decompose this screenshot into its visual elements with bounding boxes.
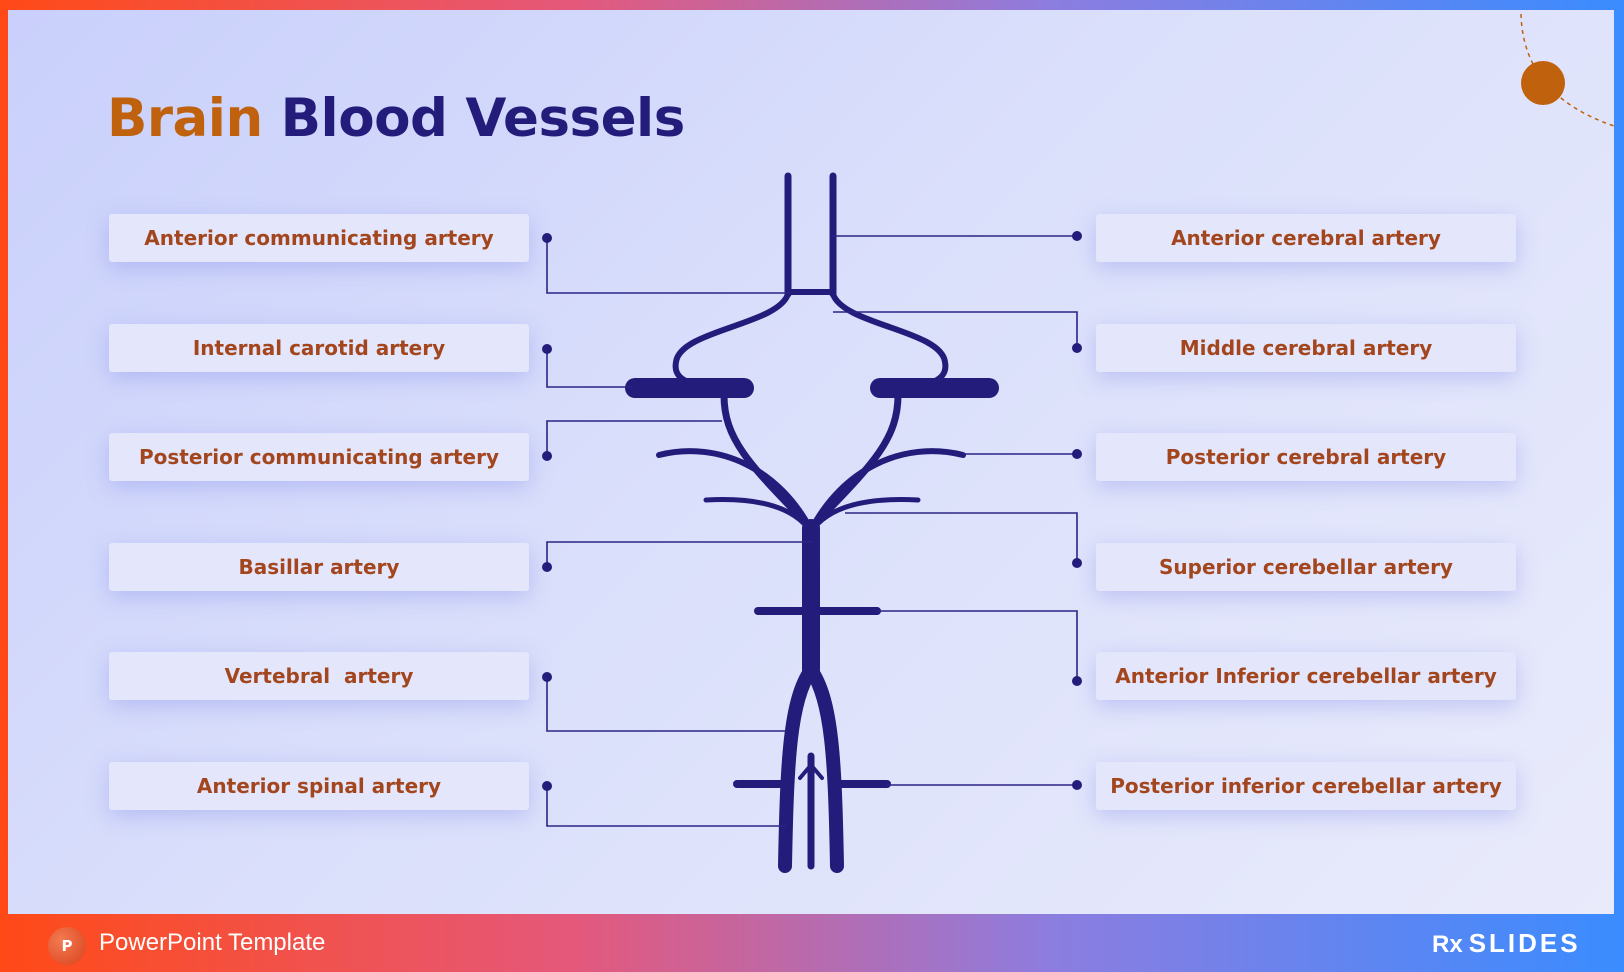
label-posterior-communicating-artery: Posterior communicating artery	[109, 433, 529, 481]
label-basillar-artery: Basillar artery	[109, 543, 529, 591]
connector-dots	[542, 231, 1082, 791]
label-middle-cerebral-artery: Middle cerebral artery	[1096, 324, 1516, 372]
footer-template-label: PowerPoint Template	[99, 929, 325, 957]
label-anterior-spinal-artery: Anterior spinal artery	[109, 762, 529, 810]
decor-orange-circle	[1521, 61, 1565, 105]
powerpoint-icon-letter: P	[62, 937, 73, 955]
label-posterior-cerebral-artery: Posterior cerebral artery	[1096, 433, 1516, 481]
label-internal-carotid-artery: Internal carotid artery	[109, 324, 529, 372]
label-anterior-inferior-cerebellar-artery: Anterior Inferior cerebellar artery	[1096, 652, 1516, 700]
powerpoint-icon: P	[48, 927, 86, 965]
label-anterior-cerebral-artery: Anterior cerebral artery	[1096, 214, 1516, 262]
brand-name: SLIDES	[1469, 928, 1581, 958]
brand-rx: Rx	[1432, 931, 1463, 958]
label-anterior-communicating-artery: Anterior communicating artery	[109, 214, 529, 262]
label-posterior-inferior-cerebellar-artery: Posterior inferior cerebellar artery	[1096, 762, 1516, 810]
artery-tree	[635, 176, 989, 866]
label-vertebral-artery: Vertebral artery	[109, 652, 529, 700]
label-superior-cerebellar-artery: Superior cerebellar artery	[1096, 543, 1516, 591]
